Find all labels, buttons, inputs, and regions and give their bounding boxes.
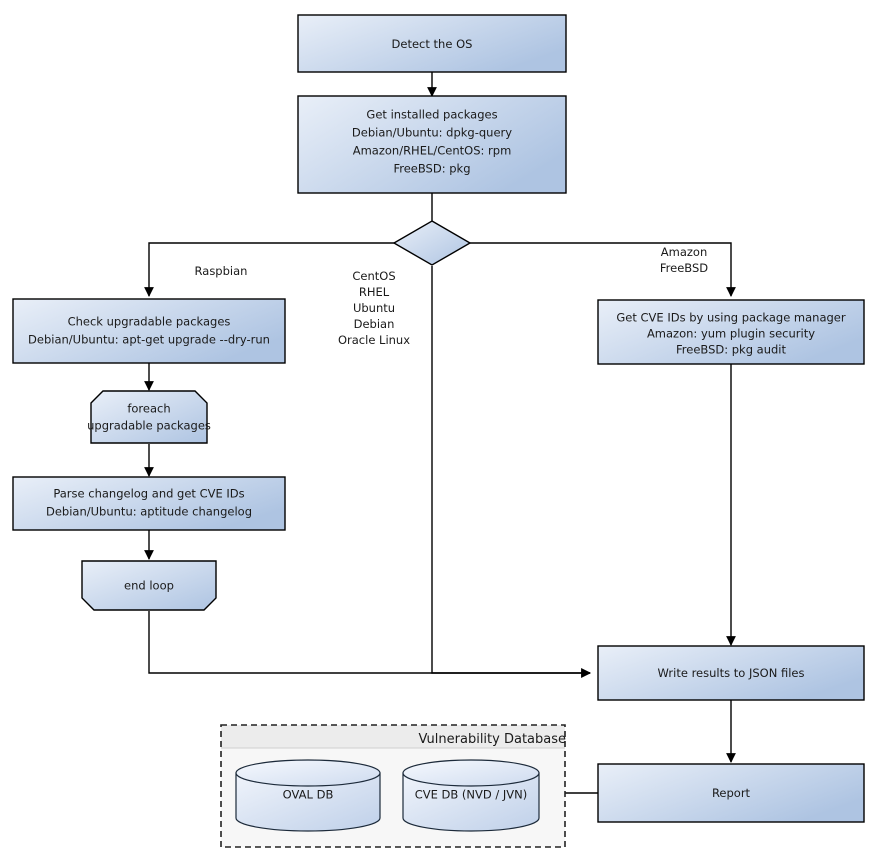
node-get-cve-line-1: Get CVE IDs by using package manager: [616, 311, 846, 325]
node-detect-os-box: [297, 14, 567, 73]
edge-label-amazon-freebsd: Amazon FreeBSD: [660, 245, 708, 275]
database-oval-db-body: [235, 772, 381, 832]
node-parse-changelog-line-2: Debian/Ubuntu: aptitude changelog: [46, 505, 252, 519]
node-check-upgradable-line-1: Check upgradable packages: [68, 315, 231, 329]
group-vulnerability-database-title: Vulnerability Database: [419, 732, 566, 747]
node-end-loop-shape: [81, 560, 217, 611]
connector-endloop-to-write: [148, 611, 591, 678]
database-oval-db-top: [235, 759, 381, 787]
node-get-installed-packages-box: [297, 95, 567, 194]
node-detect-os[interactable]: Detect the OS: [297, 14, 567, 73]
node-os-decision[interactable]: [392, 220, 472, 266]
edge-label-right-line-1: Amazon: [661, 245, 707, 259]
node-report-box: [597, 763, 865, 823]
node-parse-changelog-box: [12, 476, 286, 531]
edge-label-raspbian: Raspbian: [195, 264, 248, 278]
connector-decision-left-raspbian: [144, 242, 395, 297]
node-check-upgradable[interactable]: Check upgradable packages Debian/Ubuntu:…: [12, 298, 286, 364]
node-end-loop[interactable]: end loop: [81, 560, 217, 611]
database-cve-db-top: [402, 759, 540, 787]
edge-label-raspbian-line-1: Raspbian: [195, 264, 248, 278]
node-foreach-line-2: upgradable packages: [87, 419, 211, 433]
edge-label-center-line-4: Debian: [354, 317, 395, 331]
node-get-cve-line-2: Amazon: yum plugin security: [647, 327, 815, 341]
database-cve-db-body: [402, 772, 540, 832]
node-get-installed-line-4: FreeBSD: pkg: [393, 162, 470, 176]
node-get-cve-line-3: FreeBSD: pkg audit: [676, 343, 787, 357]
node-os-decision-diamond: [392, 220, 472, 266]
node-get-cve-package-manager-box: [597, 299, 865, 365]
node-get-installed-packages[interactable]: Get installed packages Debian/Ubuntu: dp…: [297, 95, 567, 194]
edge-label-right-line-2: FreeBSD: [660, 261, 708, 275]
edge-label-center-line-3: Ubuntu: [353, 301, 395, 315]
node-end-loop-label: end loop: [124, 579, 174, 593]
database-oval-db[interactable]: OVAL DB: [235, 759, 381, 832]
group-vulnerability-database-border: [220, 724, 566, 848]
database-oval-db-label: OVAL DB: [283, 788, 334, 802]
node-check-upgradable-box: [12, 298, 286, 364]
node-check-upgradable-line-2: Debian/Ubuntu: apt-get upgrade --dry-run: [28, 333, 270, 347]
edge-label-center-line-1: CentOS: [352, 269, 395, 283]
connector-decision-center-to-write: [431, 266, 591, 678]
database-cve-db[interactable]: CVE DB (NVD / JVN): [402, 759, 540, 832]
node-foreach-loop[interactable]: foreach upgradable packages: [87, 390, 211, 444]
node-write-results[interactable]: Write results to JSON files: [597, 645, 865, 701]
node-report[interactable]: Report: [597, 763, 865, 823]
node-write-results-label: Write results to JSON files: [658, 666, 805, 680]
node-detect-os-label: Detect the OS: [392, 37, 473, 51]
node-foreach-loop-shape: [90, 390, 208, 444]
node-parse-changelog-line-1: Parse changelog and get CVE IDs: [53, 487, 244, 501]
node-get-installed-line-2: Debian/Ubuntu: dpkg-query: [352, 126, 512, 140]
group-vulnerability-database-header: [221, 725, 565, 748]
connector-decision-right-amazon-freebsd: [470, 242, 736, 297]
edge-label-center-distros: CentOS RHEL Ubuntu Debian Oracle Linux: [338, 269, 410, 347]
node-get-cve-package-manager[interactable]: Get CVE IDs by using package manager Ama…: [597, 299, 865, 365]
node-write-results-box: [597, 645, 865, 701]
node-foreach-line-1: foreach: [127, 402, 170, 416]
node-get-installed-line-1: Get installed packages: [366, 108, 497, 122]
group-vulnerability-database[interactable]: Vulnerability Database OVAL DB CVE DB (N…: [220, 724, 566, 848]
edge-label-center-line-5: Oracle Linux: [338, 333, 410, 347]
edge-label-center-line-2: RHEL: [359, 285, 390, 299]
node-report-label: Report: [712, 786, 751, 800]
node-parse-changelog[interactable]: Parse changelog and get CVE IDs Debian/U…: [12, 476, 286, 531]
database-cve-db-label: CVE DB (NVD / JVN): [415, 788, 528, 802]
node-get-installed-line-3: Amazon/RHEL/CentOS: rpm: [353, 144, 512, 158]
